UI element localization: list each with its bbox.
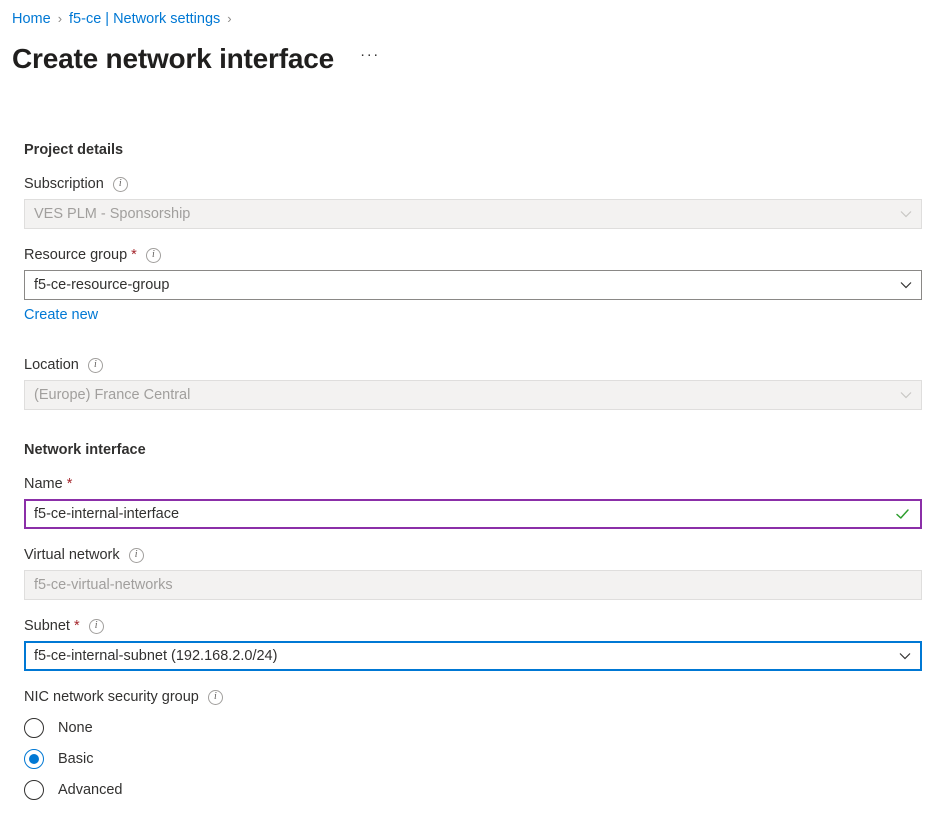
field-virtual-network: Virtual network i f5-ce-virtual-networks [24,545,922,600]
chevron-down-icon [900,279,912,291]
subscription-label: Subscription [24,176,104,192]
location-label: Location [24,357,79,373]
nic-nsg-label: NIC network security group [24,689,199,705]
chevron-down-icon [899,650,911,662]
chevron-down-icon [900,389,912,401]
breadcrumb-item-network-settings[interactable]: f5-ce | Network settings [69,11,221,27]
location-label-row: Location i [24,355,922,375]
section-heading-network-interface: Network interface [24,442,146,458]
resource-group-dropdown[interactable]: f5-ce-resource-group [24,270,922,300]
subscription-dropdown: VES PLM - Sponsorship [24,199,922,229]
radio-option-advanced[interactable]: Advanced [24,774,922,805]
chevron-down-icon [900,208,912,220]
field-resource-group: Resource group * i f5-ce-resource-group … [24,245,922,325]
location-dropdown: (Europe) France Central [24,380,922,410]
breadcrumb: Home › f5-ce | Network settings › [12,9,239,29]
radio-icon [24,779,44,800]
field-location: Location i (Europe) France Central [24,355,922,410]
breadcrumb-separator-icon: › [57,11,63,26]
field-name: Name * f5-ce-internal-interface [24,474,922,529]
subscription-label-row: Subscription i [24,174,922,194]
resource-group-label: Resource group [24,247,128,263]
resource-group-value: f5-ce-resource-group [34,277,170,293]
subnet-label: Subnet [24,618,70,634]
name-input[interactable]: f5-ce-internal-interface [24,499,922,529]
info-icon[interactable]: i [87,357,103,373]
create-network-interface-form: Project details Subscription i VES PLM -… [24,140,922,821]
valid-check-icon [895,507,910,522]
radio-icon-selected [24,748,44,769]
subscription-value: VES PLM - Sponsorship [34,206,191,222]
virtual-network-label: Virtual network [24,547,120,563]
subnet-value: f5-ce-internal-subnet (192.168.2.0/24) [34,648,278,664]
radio-option-basic[interactable]: Basic [24,743,922,774]
required-indicator: * [66,476,73,492]
subnet-dropdown[interactable]: f5-ce-internal-subnet (192.168.2.0/24) [24,641,922,671]
name-label: Name [24,476,63,492]
field-subscription: Subscription i VES PLM - Sponsorship [24,174,922,229]
radio-label: Advanced [58,781,123,798]
virtual-network-label-row: Virtual network i [24,545,922,565]
required-indicator: * [131,247,137,263]
info-icon[interactable]: i [207,689,223,705]
info-icon[interactable]: i [145,247,161,263]
field-subnet: Subnet * i f5-ce-internal-subnet (192.16… [24,616,922,671]
nic-nsg-label-row: NIC network security group i [24,687,922,707]
resource-group-label-row: Resource group * i [24,245,922,265]
virtual-network-input: f5-ce-virtual-networks [24,570,922,600]
page-header: Create network interface ··· [12,41,384,77]
info-icon[interactable]: i [88,618,104,634]
nic-nsg-radio-group: None Basic Advanced [24,712,922,805]
subnet-label-row: Subnet * i [24,616,922,636]
page-title: Create network interface [12,43,334,74]
info-icon[interactable]: i [112,176,128,192]
radio-label: Basic [58,750,94,767]
more-menu-icon[interactable]: ··· [360,46,380,63]
name-label-row: Name * [24,474,922,494]
section-heading-project-details: Project details [24,142,124,158]
radio-icon [24,717,44,738]
name-value: f5-ce-internal-interface [34,506,180,522]
create-new-resource-group-link[interactable]: Create new [24,307,99,323]
required-indicator: * [73,618,80,634]
field-nic-network-security-group: NIC network security group i None Basic … [24,687,922,805]
info-icon[interactable]: i [128,547,144,563]
breadcrumb-separator-icon: › [227,11,232,26]
virtual-network-value: f5-ce-virtual-networks [34,577,173,593]
breadcrumb-item-home[interactable]: Home [12,11,51,27]
location-value: (Europe) France Central [34,387,191,403]
radio-label: None [58,719,93,736]
radio-option-none[interactable]: None [24,712,922,743]
